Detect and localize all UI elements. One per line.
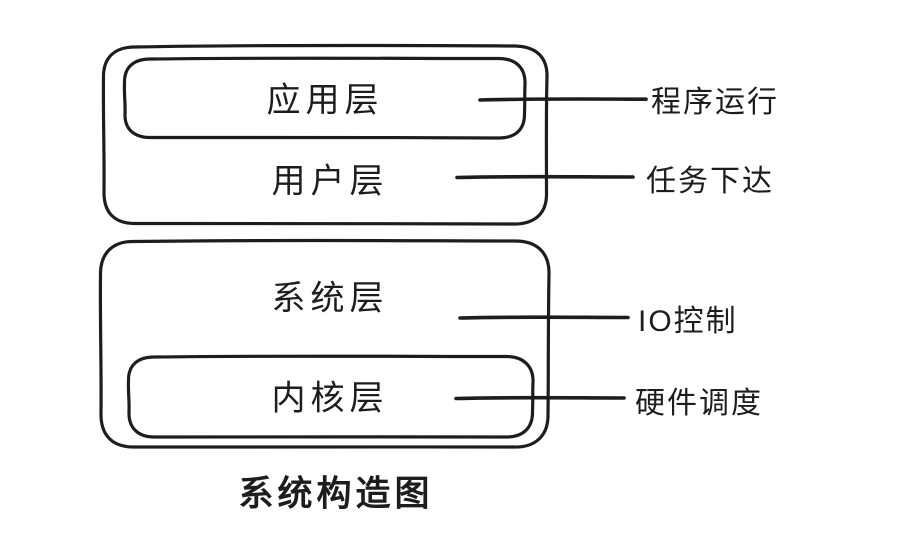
annotation-io-control: IO控制 <box>638 305 738 338</box>
system-layer-box <box>98 238 551 449</box>
annotation-task-dispatch: 任务下达 <box>646 165 774 198</box>
system-layer-label: 系统层 <box>271 279 389 318</box>
user-layer-box <box>101 43 549 226</box>
kernel-layer-box <box>126 354 535 439</box>
leader-line-kernel <box>454 395 626 401</box>
user-layer-label: 用户层 <box>271 162 389 201</box>
leader-line-application <box>478 97 648 102</box>
leader-line-user <box>455 174 635 180</box>
diagram-caption: 系统构造图 <box>238 474 434 514</box>
application-layer-box <box>122 56 527 140</box>
annotation-hardware-scheduling: 硬件调度 <box>635 387 763 420</box>
annotation-program-running: 程序运行 <box>651 86 779 119</box>
leader-line-system <box>458 315 630 320</box>
application-layer-label: 应用层 <box>266 81 384 120</box>
kernel-layer-label: 内核层 <box>271 379 389 418</box>
